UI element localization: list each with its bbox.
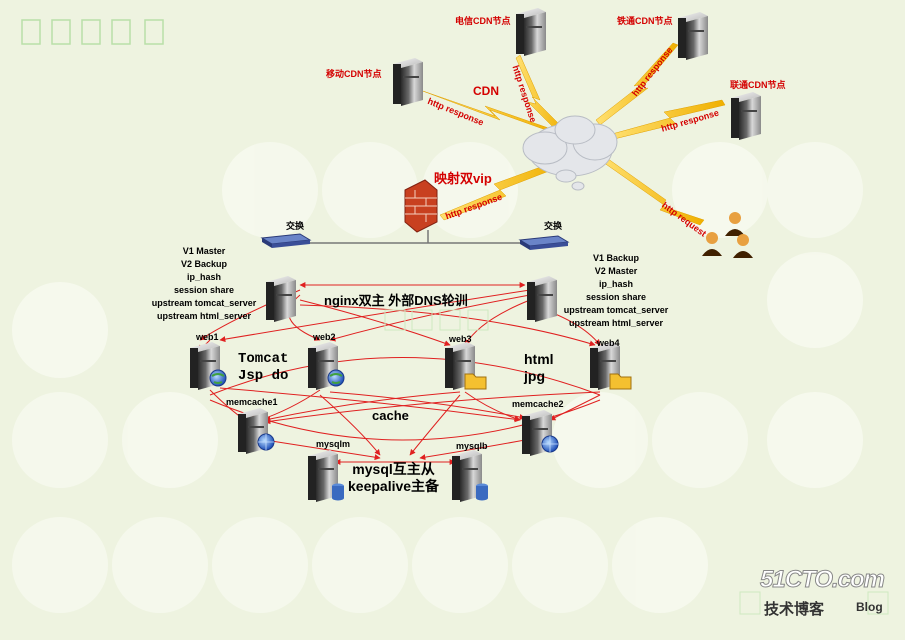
- internet-cloud: [522, 115, 618, 191]
- config-left-line: upstream tomcat_server: [151, 298, 257, 308]
- config-right-line: V1 Backup: [592, 253, 640, 263]
- server-web3: [445, 342, 487, 390]
- label-web1: web1: [196, 332, 219, 342]
- label-cache: cache: [372, 408, 409, 423]
- label-telecom-cdn: 电信CDN节点: [455, 16, 511, 26]
- label-web3: web3: [449, 334, 472, 344]
- label-mysql-line: mysql互主从: [352, 461, 435, 477]
- decorative-boxes: [21, 19, 164, 45]
- label-tomcat: Tomcat Jsp do: [238, 351, 288, 385]
- server-mysqlb: [452, 450, 488, 502]
- label-switch-right: 交换: [544, 221, 563, 231]
- config-right: V1 Backup V2 Master ip_hash session shar…: [552, 252, 680, 330]
- label-nginx: nginx双主 外部DNS轮训: [324, 293, 468, 308]
- server-railcom-cdn: [678, 12, 708, 60]
- watermark-blog: Blog: [856, 600, 883, 614]
- config-left-line: V1 Master: [182, 246, 226, 256]
- switch-right-icon: [518, 235, 570, 250]
- background-circles: [12, 142, 863, 613]
- config-left-line: ip_hash: [186, 272, 221, 282]
- config-right-line: upstream html_server: [568, 318, 664, 328]
- firewall-icon: [404, 179, 438, 233]
- config-right-line: session share: [585, 292, 647, 302]
- lightning-railcom: [595, 42, 679, 126]
- servers: [190, 8, 761, 502]
- label-tomcat-line: Jsp do: [238, 368, 289, 384]
- label-vip: 映射双vip: [434, 171, 492, 186]
- label-unicom-cdn: 联通CDN节点: [730, 80, 786, 90]
- label-mobile-cdn: 移动CDN节点: [326, 69, 382, 79]
- server-nginx-right: [527, 276, 557, 322]
- label-memcache2: memcache2: [512, 399, 564, 409]
- config-left-line: upstream html_server: [156, 311, 252, 321]
- server-nginx-left: [266, 276, 296, 322]
- label-html: html jpg: [524, 351, 554, 385]
- switch-left-icon: [260, 233, 312, 248]
- config-left-line: session share: [173, 285, 235, 295]
- users-icon: [702, 212, 753, 258]
- server-mobile-cdn: [393, 58, 423, 106]
- server-web2: [308, 342, 345, 390]
- label-railcom-cdn: 铁通CDN节点: [617, 16, 673, 26]
- config-right-line: V2 Master: [594, 266, 638, 276]
- label-switch-left: 交换: [286, 221, 305, 231]
- server-memcache1: [238, 408, 275, 454]
- config-right-line: upstream tomcat_server: [563, 305, 669, 315]
- server-memcache2: [522, 410, 559, 456]
- label-mysqlm: mysqlm: [316, 439, 351, 449]
- config-left: V1 Master V2 Backup ip_hash session shar…: [140, 245, 268, 323]
- connection-arrows: [196, 282, 601, 465]
- label-mysql-line: keepalive主备: [348, 478, 440, 494]
- server-web4: [590, 342, 632, 390]
- label-web4: web4: [597, 338, 620, 348]
- label-cdn: CDN: [473, 84, 499, 98]
- server-unicom-cdn: [731, 92, 761, 140]
- watermark-site: 51CTO.com: [760, 566, 886, 594]
- label-tomcat-line: Tomcat: [238, 351, 289, 367]
- label-web2: web2: [313, 332, 336, 342]
- server-web1: [190, 342, 227, 390]
- label-memcache1: memcache1: [226, 397, 278, 407]
- config-left-line: V2 Backup: [180, 259, 228, 269]
- config-right-line: ip_hash: [598, 279, 633, 289]
- label-html-line: jpg: [524, 368, 545, 384]
- cdn-links: [419, 42, 726, 226]
- label-mysql: mysql互主从 keepalive主备: [348, 461, 439, 495]
- server-telecom-cdn: [516, 8, 546, 56]
- label-mysqlb: mysqlb: [456, 441, 488, 451]
- server-mysqlm: [308, 450, 344, 502]
- watermark-sub: 技术博客: [764, 601, 825, 618]
- label-html-line: html: [524, 351, 554, 367]
- decorative-frames: [384, 309, 889, 615]
